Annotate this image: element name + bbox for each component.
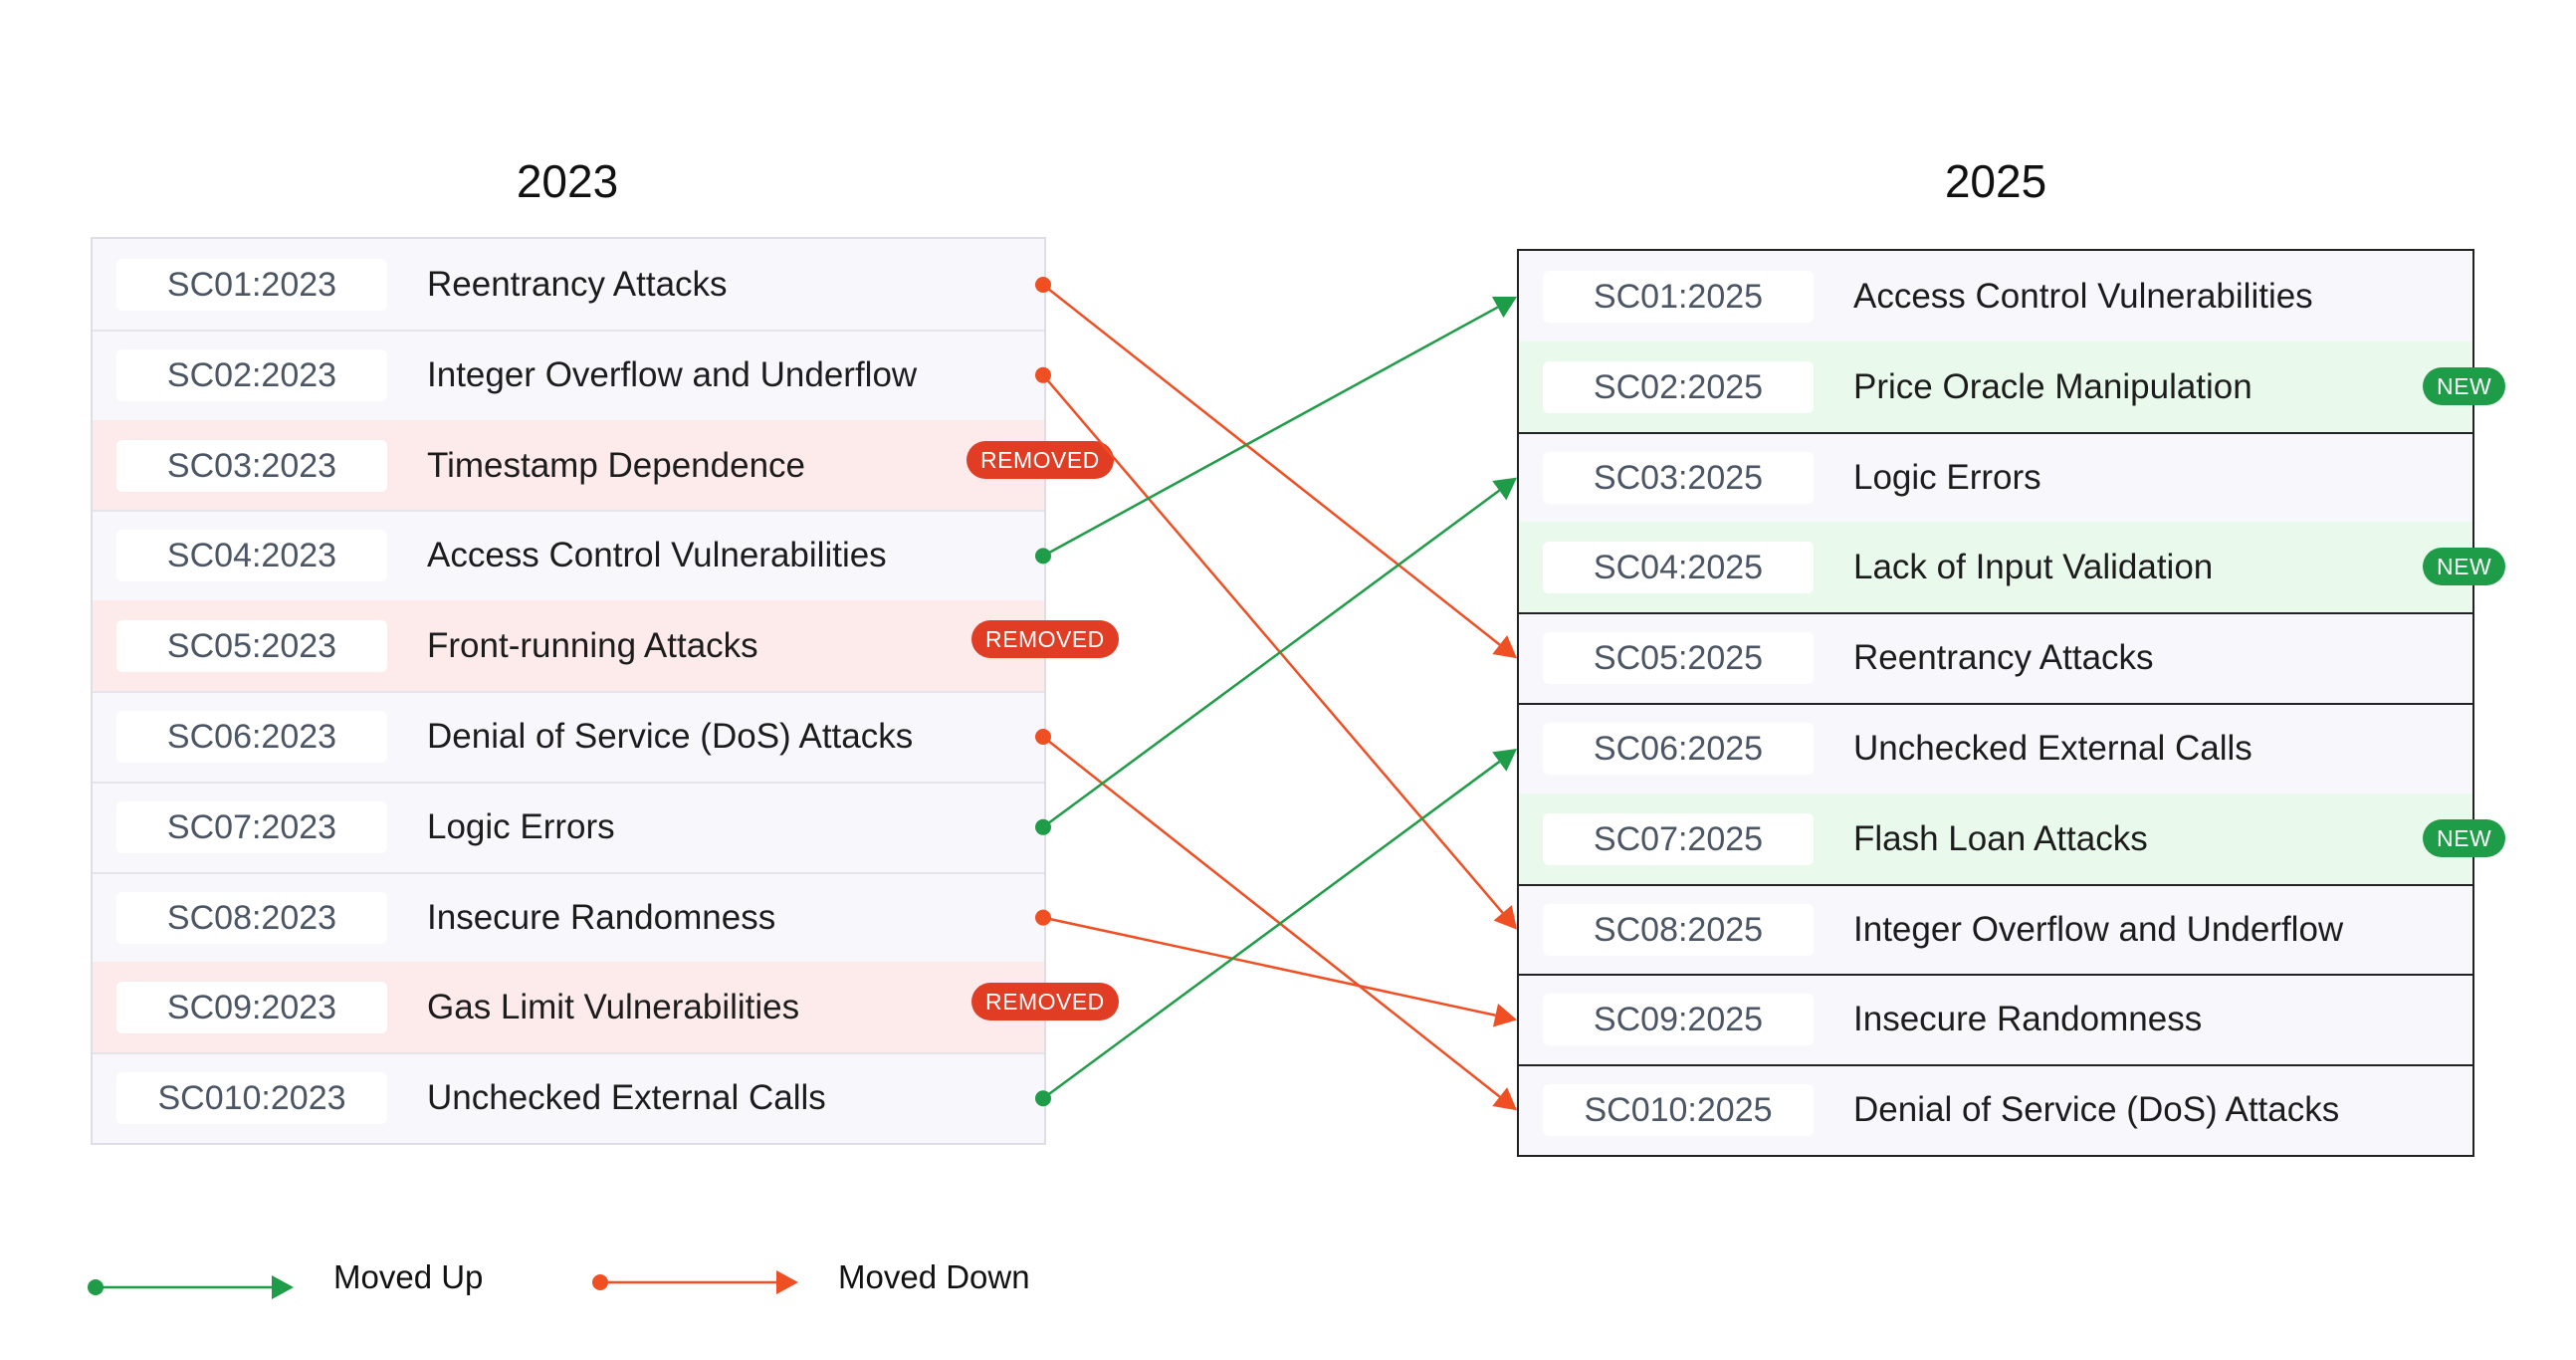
- row-2025-7: SC07:2025 Flash Loan Attacks: [1519, 793, 2472, 886]
- row-code: SC05:2023: [116, 620, 387, 673]
- row-title: Lack of Input Validation: [1853, 548, 2214, 587]
- row-2023-1: SC01:2023 Reentrancy Attacks: [93, 239, 1044, 332]
- row-title: Unchecked External Calls: [1853, 729, 2253, 768]
- row-title: Access Control Vulnerabilities: [1853, 277, 2313, 316]
- row-title: Integer Overflow and Underflow: [1853, 909, 2344, 949]
- row-2023-9: SC09:2023 Gas Limit Vulnerabilities: [93, 962, 1044, 1055]
- row-code: SC01:2023: [116, 259, 387, 311]
- row-title: Flash Loan Attacks: [1853, 818, 2148, 858]
- legend-moved-up-label: Moved Up: [333, 1258, 484, 1295]
- row-2023-3: SC03:2023 Timestamp Dependence: [93, 419, 1044, 513]
- arrow-head: [1492, 1004, 1517, 1027]
- row-2023-2: SC02:2023 Integer Overflow and Underflow: [93, 330, 1044, 422]
- arrow-line: [1042, 306, 1499, 558]
- row-2025-9: SC09:2025 Insecure Randomness: [1519, 974, 2472, 1067]
- arrow-line: [1042, 489, 1501, 828]
- removed-badge: REMOVED: [971, 620, 1119, 658]
- removed-badge: REMOVED: [971, 983, 1119, 1020]
- row-title: Unchecked External Calls: [427, 1078, 826, 1118]
- arrow-head: [1492, 635, 1517, 659]
- table-2025: SC01:2025 Access Control Vulnerabilities…: [1517, 249, 2474, 1157]
- title-2023: 2023: [516, 155, 619, 207]
- arrow-up: [1035, 749, 1517, 1107]
- row-code: SC03:2023: [116, 439, 387, 492]
- row-2025-4: SC04:2025 Lack of Input Validation: [1519, 522, 2472, 615]
- legend-moved-up-marker: [88, 1275, 294, 1299]
- arrow-start-dot: [88, 1279, 104, 1295]
- row-2023-7: SC07:2023 Logic Errors: [93, 782, 1044, 874]
- row-title: Reentrancy Attacks: [427, 265, 728, 304]
- row-title: Insecure Randomness: [427, 897, 776, 937]
- arrow-head: [1492, 749, 1517, 772]
- row-code: SC07:2025: [1543, 812, 1814, 865]
- row-code: SC04:2023: [116, 530, 387, 582]
- row-2025-8: SC08:2025 Integer Overflow and Underflow: [1519, 884, 2472, 977]
- row-code: SC07:2023: [116, 800, 387, 853]
- row-title: Integer Overflow and Underflow: [427, 354, 918, 394]
- arrow-head: [1491, 297, 1517, 319]
- row-title: Price Oracle Manipulation: [1853, 366, 2253, 406]
- row-code: SC05:2025: [1543, 632, 1814, 685]
- arrow-head: [1492, 477, 1517, 501]
- legend-moved-down-label: Moved Down: [838, 1258, 1030, 1295]
- row-2025-5: SC05:2025 Reentrancy Attacks: [1519, 612, 2472, 705]
- row-code: SC010:2025: [1543, 1084, 1814, 1137]
- row-2023-8: SC08:2023 Insecure Randomness: [93, 872, 1044, 965]
- row-code: SC02:2025: [1543, 360, 1814, 413]
- row-code: SC01:2025: [1543, 271, 1814, 323]
- row-code: SC09:2023: [116, 982, 387, 1034]
- row-title: Logic Errors: [427, 806, 615, 846]
- row-2023-5: SC05:2023 Front-running Attacks: [93, 600, 1044, 693]
- row-title: Gas Limit Vulnerabilities: [427, 988, 800, 1027]
- arrow-head: [1492, 1087, 1517, 1111]
- arrow-line: [1042, 736, 1501, 1098]
- row-2025-6: SC06:2025 Unchecked External Calls: [1519, 703, 2472, 795]
- row-2025-2: SC02:2025 Price Oracle Manipulation: [1519, 340, 2472, 434]
- table-2023: SC01:2023 Reentrancy Attacks SC02:2023 I…: [91, 237, 1046, 1145]
- row-title: Insecure Randomness: [1853, 1000, 2203, 1039]
- row-code: SC010:2023: [116, 1072, 387, 1125]
- arrow-head: [776, 1270, 798, 1294]
- legend-moved-down-marker: [592, 1270, 798, 1294]
- row-2023-6: SC06:2023 Denial of Service (DoS) Attack…: [93, 691, 1044, 784]
- new-badge: NEW: [2423, 819, 2506, 857]
- new-badge: NEW: [2423, 367, 2506, 405]
- row-code: SC03:2025: [1543, 451, 1814, 504]
- arrow-down: [1035, 729, 1517, 1111]
- title-2025: 2025: [1944, 155, 2047, 207]
- arrow-head: [1493, 905, 1517, 930]
- row-2025-10: SC010:2025 Denial of Service (DoS) Attac…: [1519, 1064, 2472, 1155]
- row-code: SC04:2025: [1543, 542, 1814, 594]
- row-2025-3: SC03:2025 Logic Errors: [1519, 432, 2472, 525]
- row-title: Timestamp Dependence: [427, 445, 806, 485]
- row-title: Reentrancy Attacks: [1853, 638, 2154, 678]
- row-code: SC08:2023: [116, 891, 387, 944]
- row-2023-10: SC010:2023 Unchecked External Calls: [93, 1052, 1044, 1143]
- row-code: SC02:2023: [116, 348, 387, 401]
- row-title: Front-running Attacks: [427, 626, 758, 666]
- row-code: SC06:2023: [116, 711, 387, 763]
- arrow-start-dot: [592, 1274, 608, 1290]
- row-code: SC08:2025: [1543, 903, 1814, 956]
- removed-badge: REMOVED: [966, 441, 1114, 479]
- new-badge: NEW: [2423, 548, 2506, 585]
- row-code: SC09:2025: [1543, 994, 1814, 1046]
- row-title: Access Control Vulnerabilities: [427, 536, 887, 575]
- arrow-line: [1042, 761, 1501, 1100]
- row-code: SC06:2025: [1543, 723, 1814, 775]
- row-title: Denial of Service (DoS) Attacks: [1853, 1090, 2340, 1130]
- row-title: Denial of Service (DoS) Attacks: [427, 717, 914, 756]
- arrow-head: [272, 1275, 294, 1299]
- row-2023-4: SC04:2023 Access Control Vulnerabilities: [93, 510, 1044, 603]
- row-2025-1: SC01:2025 Access Control Vulnerabilities: [1519, 251, 2472, 343]
- row-title: Logic Errors: [1853, 457, 2041, 497]
- arrow-up: [1035, 297, 1517, 565]
